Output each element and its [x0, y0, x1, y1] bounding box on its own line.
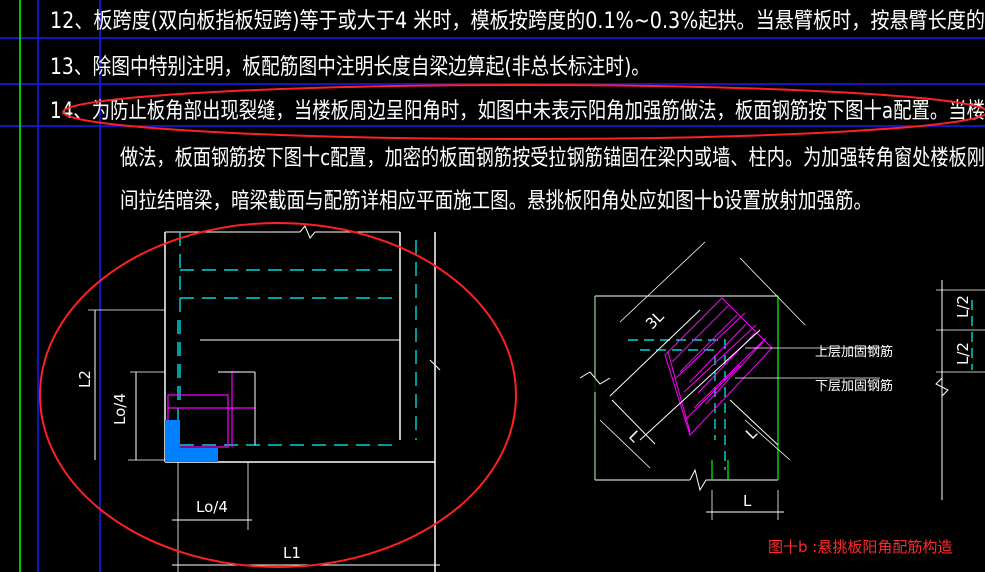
figure-b-cantilever-corner: 3L L L L 上层加固钢筋 下层加固钢筋 图十b :悬挑板阳角配筋构造 [579, 241, 952, 556]
dim-Lo4-vertical: Lo/4 [111, 393, 129, 425]
note-14-line-3: 间拉结暗梁，暗梁截面与配筋详相应平面施工图。悬挑板阳角处应如图十b设置放射加强筋… [120, 189, 872, 214]
highlight-ellipse-figure [39, 222, 517, 568]
dim-Lo4-horizontal: Lo/4 [196, 498, 228, 516]
label-lower-rebar: 下层加固钢筋 [815, 378, 893, 394]
note-14-line-2: 做法，板面钢筋按下图十c配置，加密的板面钢筋按受拉钢筋锚固在梁内或墙、柱内。为加… [120, 146, 985, 171]
highlight-ellipse-note [62, 84, 985, 140]
dim-L2-figure-a: L2 [76, 370, 94, 388]
dim-L-bottom: L [743, 492, 752, 510]
dim-L2-figure-c: L/2 [954, 342, 972, 365]
notes-block: 12、板跨度(双向板指板短跨)等于或大于4 米时，模板按跨度的0.1%~0.3%… [50, 9, 985, 214]
dim-L1-figure-a: L1 [283, 544, 301, 562]
dim-3L: 3L [642, 307, 668, 333]
note-12: 12、板跨度(双向板指板短跨)等于或大于4 米时，模板按跨度的0.1%~0.3%… [50, 9, 985, 34]
figure-a-slab-corner: L2 Lo/4 Lo/4 L1 [76, 225, 441, 572]
note-13: 13、除图中特别注明，板配筋图中注明长度自梁边算起(非总长标注时)。 [50, 55, 650, 80]
note-14-line-1: 14、为防止板角部出现裂缝，当楼板周边呈阳角时，如图中未表示阳角加强筋做法，板面… [50, 99, 985, 124]
figure-c-partial: L/2 L/2 [935, 280, 985, 500]
figure-b-caption: 图十b :悬挑板阳角配筋构造 [768, 538, 952, 556]
dim-L2-top-figure-c: L/2 [954, 295, 972, 318]
label-upper-rebar: 上层加固钢筋 [815, 344, 893, 360]
dim-L-left: L [625, 427, 644, 446]
